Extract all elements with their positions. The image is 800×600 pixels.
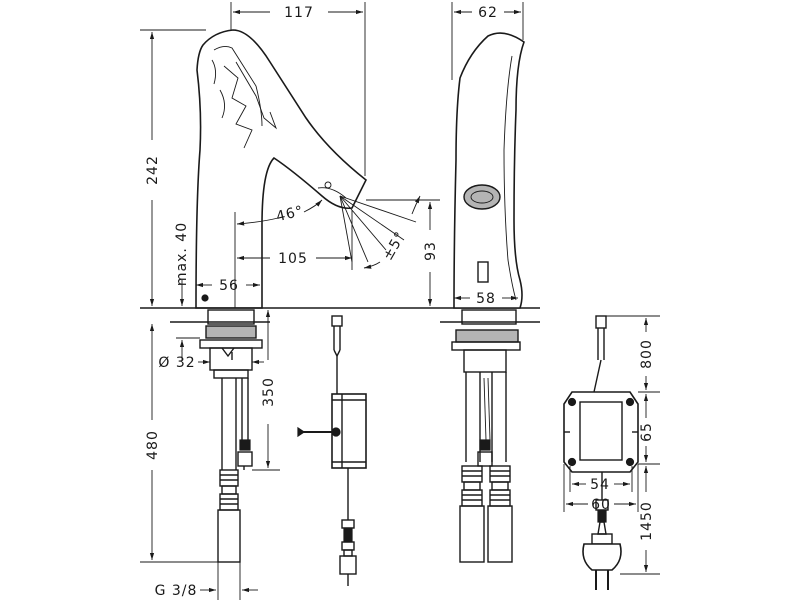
front-view-faucet — [195, 29, 417, 309]
side-view-faucet — [453, 32, 525, 309]
power-supply-unit — [563, 315, 639, 590]
dim-outlet-height: 93 — [423, 241, 439, 261]
dim-outlet-distance: 105 — [278, 251, 308, 267]
side-view-mounting — [451, 309, 521, 563]
dim-max-height: max. 40 — [174, 222, 190, 286]
dim-cable-bottom: 1450 — [639, 501, 655, 541]
dim-total-height: 242 — [145, 155, 161, 185]
dim-cable-top: 800 — [639, 339, 655, 369]
cable-connector-assembly — [297, 315, 367, 586]
dim-base-width-front: 56 — [219, 278, 239, 294]
sensor-dot — [201, 294, 209, 302]
dim-shank-diameter: Ø 32 — [158, 355, 195, 371]
dim-box-outer-width: 60 — [591, 497, 611, 513]
dimension-lines — [140, 2, 660, 600]
dim-base-width-side: 58 — [476, 291, 496, 307]
dim-box-inner-width: 54 — [590, 477, 610, 493]
dim-spout-reach: 117 — [284, 5, 314, 21]
dim-box-height: 65 — [639, 422, 655, 442]
dim-angle-tolerance: ±5° — [380, 229, 409, 264]
dim-hose-short: 350 — [261, 377, 277, 407]
dim-hose-long: 480 — [145, 430, 161, 460]
front-view-mounting — [199, 309, 263, 563]
dim-thread: G 3/8 — [155, 583, 198, 599]
dim-side-depth: 62 — [478, 5, 498, 21]
dim-spray-angle: 46° — [275, 203, 306, 225]
